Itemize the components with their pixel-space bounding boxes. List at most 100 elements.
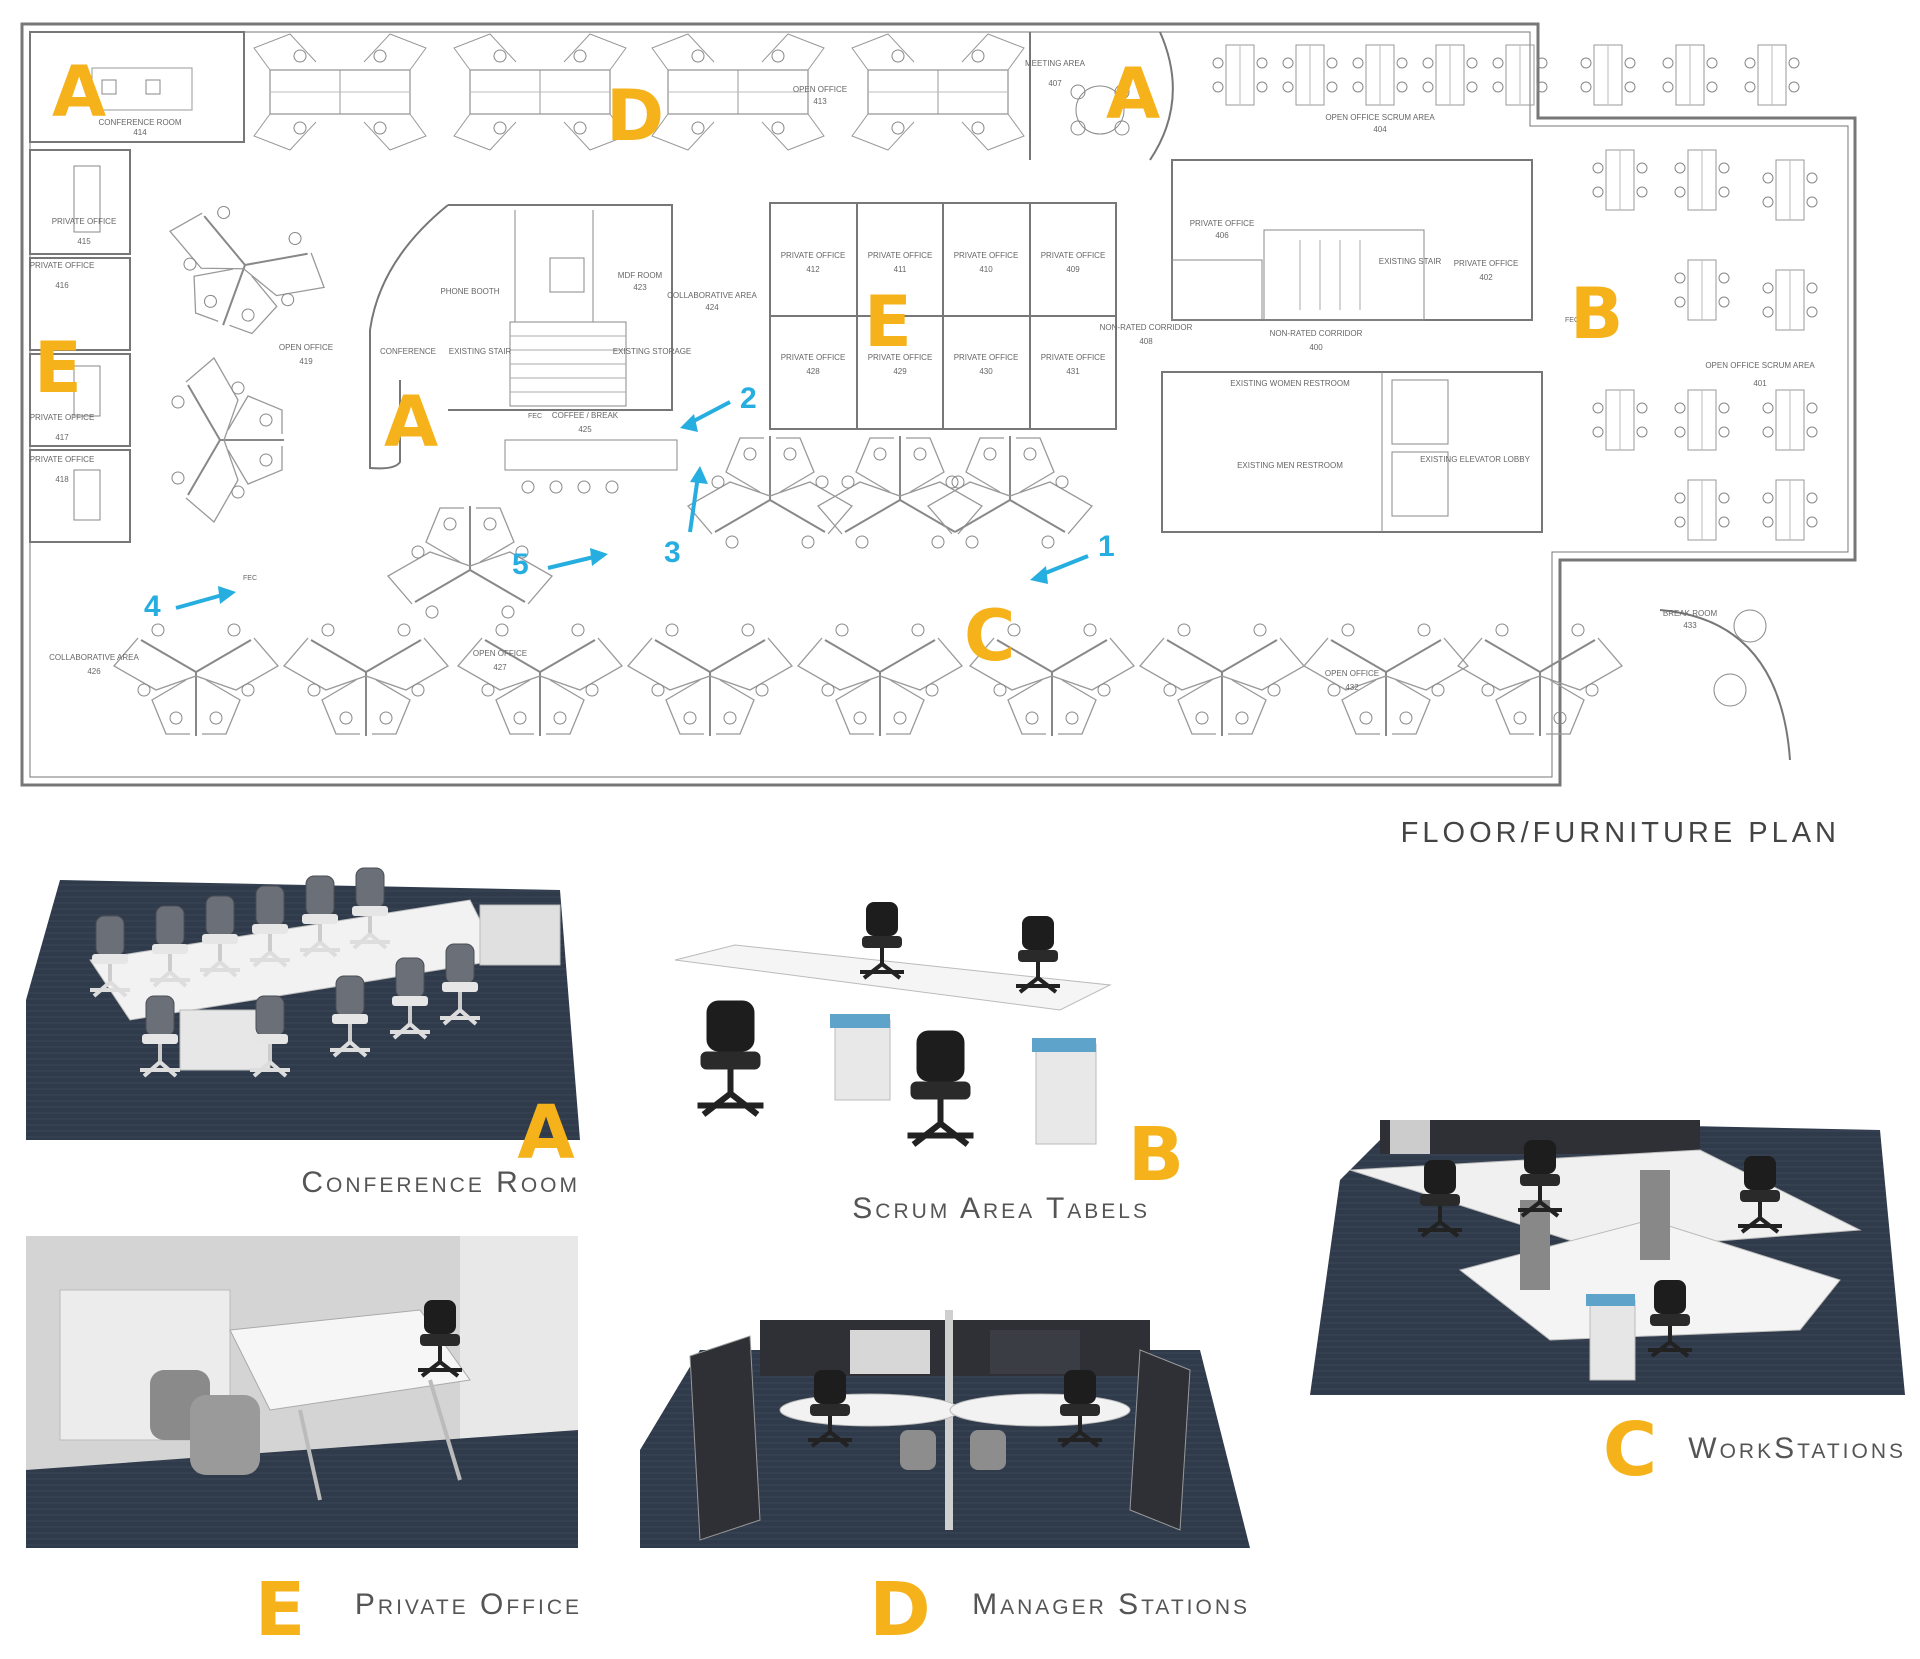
coffee-break-425: COFFEE / BREAK 425 — [504, 411, 678, 494]
room-label: OPEN OFFICE SCRUM AREA — [1325, 113, 1435, 122]
marker-5: 5 — [512, 548, 529, 581]
room-label: OPEN OFFICE — [473, 649, 527, 658]
room-label: MEETING AREA — [1025, 59, 1086, 68]
room-number: 429 — [893, 367, 907, 376]
room-number: 408 — [1139, 337, 1153, 346]
room-number: 430 — [979, 367, 993, 376]
room-label: PRIVATE OFFICE — [1041, 353, 1106, 362]
core-left: PHONE BOOTH MDF ROOM 423 EXISTING STAIR … — [369, 204, 757, 470]
zone-letter: C — [964, 595, 1015, 677]
room-label: PRIVATE OFFICE — [781, 353, 846, 362]
zone-letter: A — [384, 381, 438, 463]
room-label: PRIVATE OFFICE — [954, 353, 1019, 362]
zone-letter: E — [34, 327, 82, 409]
meeting-area-407: MEETING AREA 407 — [1025, 31, 1174, 161]
room-label: EXISTING STAIR — [449, 347, 512, 356]
fec-label: FEC — [528, 413, 542, 420]
caption-letter-d: D — [869, 1567, 930, 1653]
room-label: CONFERENCE ROOM — [98, 118, 181, 127]
manager-stations: OPEN OFFICE 413 — [253, 33, 1025, 151]
room-label: OPEN OFFICE — [793, 85, 847, 94]
room-label: PRIVATE OFFICE — [1454, 259, 1519, 268]
room-label: EXISTING STAIR — [1379, 257, 1442, 266]
caption-manager-stations: Manager Stations — [972, 1588, 1250, 1621]
scrum-area-404: OPEN OFFICE SCRUM AREA 404 — [1212, 44, 1548, 134]
room-label: PHONE BOOTH — [440, 287, 499, 296]
caption-letter-e: E — [255, 1567, 306, 1653]
room-number: 428 — [806, 367, 820, 376]
room-label: COLLABORATIVE AREA — [49, 653, 139, 662]
private-offices-center: PRIVATE OFFICE 412 PRIVATE OFFICE 411 PR… — [769, 202, 1117, 430]
marker-2: 2 — [740, 382, 757, 415]
zone-letter: B — [1570, 273, 1623, 355]
room-number: 416 — [55, 281, 69, 290]
marker-4: 4 — [144, 590, 161, 623]
zone-letter: E — [864, 281, 912, 363]
room-number: 415 — [77, 237, 91, 246]
room-label: EXISTING MEN RESTROOM — [1237, 461, 1343, 470]
room-number: 406 — [1215, 231, 1229, 240]
room-number: 409 — [1066, 265, 1080, 274]
room-label: PRIVATE OFFICE — [868, 353, 933, 362]
zone-letter: A — [52, 51, 106, 133]
room-label: PRIVATE OFFICE — [954, 251, 1019, 260]
marker-1: 1 — [1098, 530, 1115, 563]
room-label: PRIVATE OFFICE — [52, 217, 117, 226]
rendering-scrum-area: B Scrum Area Tabels — [674, 900, 1184, 1225]
room-number: 411 — [894, 265, 907, 274]
marker-3: 3 — [664, 536, 681, 569]
rendering-conference-room: A Conference Room — [26, 866, 580, 1199]
room-number: 424 — [705, 303, 719, 312]
rendering-workstations: C WorkStations — [1310, 1120, 1906, 1493]
room-number: 419 — [299, 357, 313, 366]
break-room-433: BREAK ROOM 433 — [1659, 609, 1791, 761]
zone-letter: D — [606, 75, 664, 157]
rendering-manager-stations: D Manager Stations — [640, 1310, 1250, 1653]
room-number: 414 — [133, 128, 147, 137]
workstations-pods — [113, 435, 1623, 737]
room-label: BREAK ROOM — [1663, 609, 1718, 618]
room-number: 433 — [1683, 621, 1697, 630]
room-number: 402 — [1479, 273, 1493, 282]
room-number: 413 — [813, 97, 827, 106]
fec-label: FEC — [243, 575, 257, 582]
room-label: PRIVATE OFFICE — [30, 455, 95, 464]
room-label: COLLABORATIVE AREA — [667, 291, 757, 300]
room-label: PRIVATE OFFICE — [30, 261, 95, 270]
room-label: PRIVATE OFFICE — [30, 413, 95, 422]
room-label: EXISTING WOMEN RESTROOM — [1230, 379, 1350, 388]
room-label: NON-RATED CORRIDOR — [1270, 329, 1363, 338]
private-offices-left: PRIVATE OFFICE 415 PRIVATE OFFICE 416 PR… — [29, 149, 131, 543]
room-number: 412 — [806, 265, 820, 274]
room-number: 410 — [979, 265, 993, 274]
room-label: MDF ROOM — [618, 271, 663, 280]
room-number: 404 — [1373, 125, 1387, 134]
caption-letter-b: B — [1128, 1112, 1184, 1198]
zone-letters: A D A E A E B C — [34, 51, 1623, 677]
room-label: EXISTING ELEVATOR LOBBY — [1420, 455, 1530, 464]
fec-label: FEC — [1565, 317, 1579, 324]
room-number: 417 — [55, 433, 69, 442]
caption-workstations: WorkStations — [1688, 1432, 1906, 1465]
room-number: 425 — [578, 425, 592, 434]
room-label: OPEN OFFICE — [1325, 669, 1379, 678]
caption-scrum-area-tabels: Scrum Area Tabels — [852, 1192, 1150, 1225]
room-label: PRIVATE OFFICE — [868, 251, 933, 260]
room-label: OPEN OFFICE SCRUM AREA — [1705, 361, 1815, 370]
room-number: 407 — [1048, 79, 1062, 88]
room-number: 418 — [55, 475, 69, 484]
room-number: 431 — [1066, 367, 1080, 376]
caption-conference-room: Conference Room — [301, 1166, 580, 1199]
room-label: EXISTING STORAGE — [613, 347, 692, 356]
core-right: PRIVATE OFFICE 406 PRIVATE OFFICE 402 EX… — [1100, 159, 1543, 533]
room-label: COFFEE / BREAK — [552, 411, 619, 420]
room-number: 423 — [633, 283, 647, 292]
scrum-area-401: OPEN OFFICE SCRUM AREA 401 — [1580, 44, 1818, 541]
rendering-private-office: E Private Office — [26, 1236, 582, 1653]
room-number: 426 — [87, 667, 101, 676]
caption-private-office: Private Office — [355, 1588, 582, 1621]
room-label: PRIVATE OFFICE — [1190, 219, 1255, 228]
view-markers: 1 2 3 4 5 — [144, 382, 1115, 623]
room-number: 432 — [1345, 683, 1359, 692]
